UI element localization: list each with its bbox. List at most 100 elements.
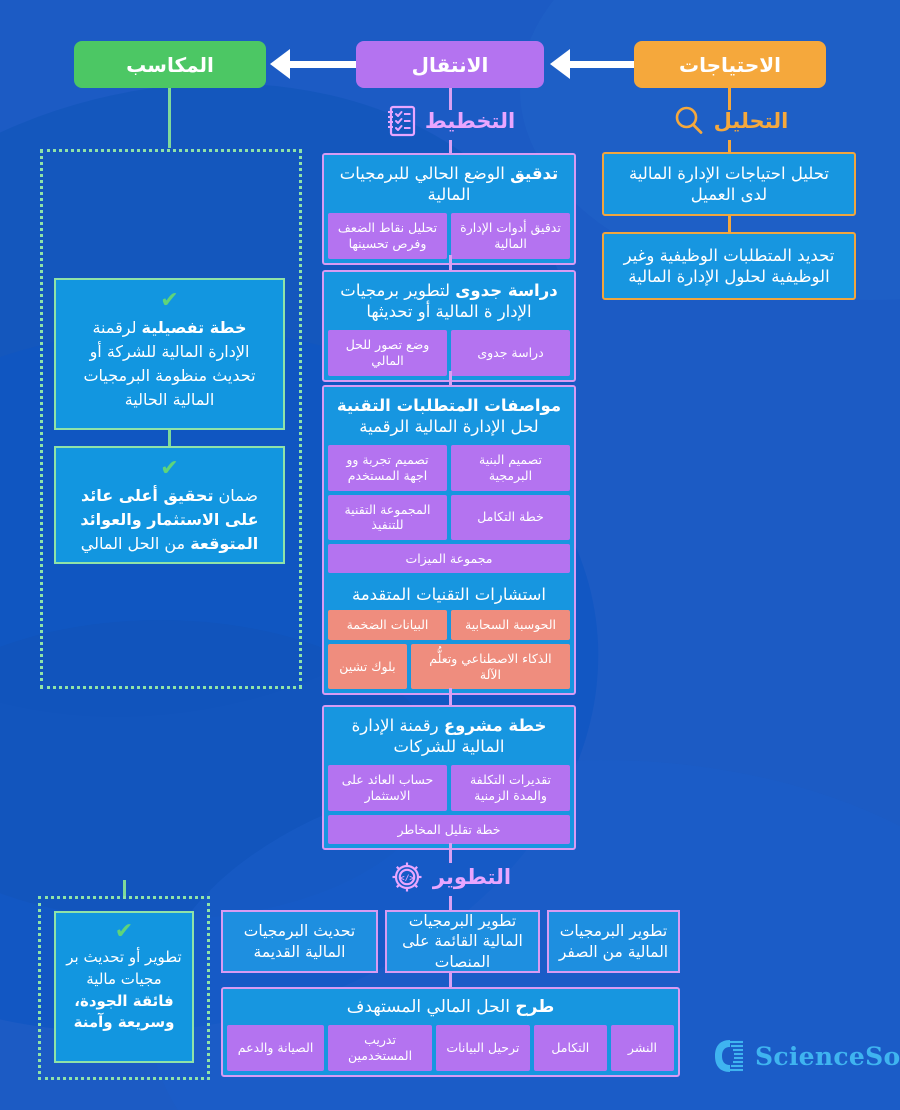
planning-card-2-title: دراسة جدوى لتطوير برمجيات الإدار ة المال… (324, 272, 574, 331)
benefit-text-1: خطة تفصيلية لرقمنة الإدارة المالية للشرك… (83, 318, 256, 409)
planning-subitem[interactable]: وضع تصور للحل المالي (328, 330, 447, 376)
svg-text:</>: </> (400, 874, 415, 883)
planning-subitem[interactable]: تصميم البنية البرمجية (451, 445, 570, 491)
analysis-label-text: التحليل (713, 109, 789, 133)
logo-soft: Soft (865, 1041, 900, 1071)
planning-card-1-title: تدقيق الوضع الحالي للبرمجيات المالية (324, 155, 574, 214)
benefit-box-3[interactable]: ✔ تطوير أو تحديث بر مجيات مالية فائقة ال… (54, 911, 194, 1063)
planning-subitem[interactable]: خطة تقليل المخاطر (328, 814, 570, 845)
header-needs[interactable]: الاحتياجات (634, 41, 826, 88)
planning-subitem[interactable]: تحليل نقاط الضعف وفرص تحسينها (328, 213, 447, 259)
header-transition[interactable]: الانتقال (356, 41, 544, 88)
benefit-box-2[interactable]: ✔ ضمان تحقيق أعلى عائد على الاستثمار وال… (54, 446, 285, 564)
planning-card-1-row: تدقيق أدوات الإدارة المالية تحليل نقاط ا… (324, 213, 574, 262)
header-gains-label: المكاسب (126, 52, 214, 77)
planning-card-2-title-rest: لتطوير برمجيات الإدار ة المالية أو تحديث… (340, 281, 532, 321)
planning-subitem[interactable]: تدقيق أدوات الإدارة المالية (451, 213, 570, 259)
planning-card-3[interactable]: مواصفات المتطلبات التقنية لحل الإدارة ال… (322, 385, 576, 696)
launch-item[interactable]: التكامل (533, 1025, 607, 1071)
analysis-card-2-title: تحديد المتطلبات الوظيفية وغير الوظيفية ل… (623, 245, 835, 286)
connector-planning-3 (449, 371, 452, 385)
planning-card-4-title-rest: رقمنة الإدارة المالية للشركات (351, 716, 505, 756)
launch-item[interactable]: النشر (610, 1025, 674, 1071)
analysis-card-1[interactable]: تحليل احتياجات الإدارة المالية لدى العمي… (602, 152, 856, 216)
benefit-text-3: تطوير أو تحديث بر مجيات مالية فائقة الجو… (66, 948, 182, 1032)
connector-benefit-1-2 (168, 430, 171, 446)
planning-subitem[interactable]: مجموعة الميزات (328, 543, 570, 574)
launch-items-row: النشر التكامل ترحيل البيانات تدريب المست… (223, 1025, 678, 1074)
launch-item[interactable]: تدريب المستخدمين (328, 1025, 432, 1071)
header-needs-label: الاحتياجات (678, 52, 782, 77)
development-label-text: التطوير (432, 865, 512, 889)
logo-science: Science (755, 1041, 866, 1071)
arrow-needs-to-transition (570, 61, 634, 68)
launch-item[interactable]: ترحيل البيانات (435, 1025, 530, 1071)
planning-subitem[interactable]: تصميم تجربة وو اجهة المستخدم (328, 445, 447, 491)
connector-development-launch (449, 973, 452, 987)
development-box-3[interactable]: تحديث البرمجيات المالية القديمة (221, 910, 378, 973)
planning-card-4[interactable]: خطة مشروع رقمنة الإدارة المالية للشركات … (322, 705, 576, 851)
planning-card-3-title-rest: لحل الإدارة المالية الرقمية (359, 416, 539, 436)
development-box-2[interactable]: تطوير البرمجيات المالية القائمة على المن… (385, 910, 540, 973)
connector-development (449, 896, 452, 910)
benefit-text-2: ضمان تحقيق أعلى عائد على الاستثمار والعو… (80, 486, 259, 553)
planning-card-3-row: مجموعة الميزات (324, 543, 574, 578)
advanced-tech-row: الحوسبة السحابية البيانات الضخمة (324, 610, 574, 644)
connector-analysis-2 (728, 216, 731, 232)
checklist-icon (387, 105, 415, 137)
planning-card-2[interactable]: دراسة جدوى لتطوير برمجيات الإدار ة المال… (322, 270, 576, 382)
code-gear-icon: </> (392, 862, 422, 892)
magnifier-icon (675, 106, 703, 134)
advanced-tech-item[interactable]: بلوك تشين (328, 644, 407, 690)
planning-subitem[interactable]: دراسة جدوى (451, 330, 570, 376)
launch-item[interactable]: الصيانة والدعم (226, 1025, 325, 1071)
advanced-tech-item[interactable]: الذكاء الاصطناعي وتعلُّم الآلة (410, 644, 570, 690)
planning-card-1[interactable]: تدقيق الوضع الحالي للبرمجيات المالية تدق… (322, 153, 576, 265)
advanced-tech-item[interactable]: الحوسبة السحابية (451, 610, 570, 640)
gains-dotted-region-bottom (38, 896, 210, 1080)
planning-subitem[interactable]: خطة التكامل (451, 494, 570, 540)
planning-card-3-title: مواصفات المتطلبات التقنية لحل الإدارة ال… (324, 387, 574, 446)
planning-subitem[interactable]: تقديرات التكلفة والمدة الزمنية (451, 765, 570, 811)
check-icon: ✔ (160, 288, 179, 313)
section-label-planning: التخطيط (360, 100, 540, 142)
header-gains[interactable]: المكاسب (74, 41, 266, 88)
launch-card-title: طرح الحل المالي المستهدف (223, 989, 678, 1026)
analysis-card-1-title: تحليل احتياجات الإدارة المالية لدى العمي… (628, 163, 829, 204)
connector-planning-4 (449, 688, 452, 705)
planning-card-4-title-bold: خطة مشروع (443, 716, 547, 735)
connector-needs-analysis (728, 88, 731, 110)
advanced-tech-title: استشارات التقنيات المتقدمة (352, 585, 546, 605)
section-label-analysis: التحليل (630, 100, 830, 142)
development-box-1[interactable]: تطوير البرمجيات المالية من الصفر (547, 910, 680, 973)
planning-card-3-row: تصميم البنية البرمجية تصميم تجربة وو اجه… (324, 445, 574, 494)
connector-gains (168, 88, 171, 148)
planning-card-1-title-bold: تدقيق (510, 164, 559, 183)
gains-dotted-region-top (40, 149, 302, 689)
section-label-development: التطوير </> (360, 856, 540, 898)
advanced-tech-item[interactable]: البيانات الضخمة (328, 610, 447, 640)
planning-card-3-title-bold: مواصفات المتطلبات التقنية (336, 396, 562, 415)
connector-analysis (728, 140, 731, 156)
logo-wordmark: ScienceSoft (755, 1042, 900, 1071)
planning-card-4-row: خطة تقليل المخاطر (324, 814, 574, 849)
planning-subitem[interactable]: حساب العائد على الاستثمار (328, 765, 447, 811)
planning-card-4-title: خطة مشروع رقمنة الإدارة المالية للشركات (324, 707, 574, 766)
connector-transition-planning (449, 88, 452, 110)
advanced-tech-row: الذكاء الاصطناعي وتعلُّم الآلة بلوك تشين (324, 644, 574, 693)
planning-card-2-row: دراسة جدوى وضع تصور للحل المالي (324, 330, 574, 379)
check-icon: ✔ (114, 919, 134, 944)
arrow-head-icon (550, 49, 570, 79)
planning-card-3-row: خطة التكامل المجموعة التقنية للتنفيذ (324, 494, 574, 544)
planning-card-2-title-bold: دراسة جدوى (455, 281, 558, 300)
connector-gains-bottom (123, 880, 126, 896)
planning-subitem[interactable]: المجموعة التقنية للتنفيذ (328, 494, 447, 540)
sciencesoft-logo: ScienceSoft (712, 1038, 900, 1074)
launch-card[interactable]: طرح الحل المالي المستهدف النشر التكامل ت… (221, 987, 680, 1077)
benefit-box-1[interactable]: ✔ خطة تفصيلية لرقمنة الإدارة المالية للش… (54, 278, 285, 430)
launch-title-bold: طرح (515, 997, 555, 1017)
check-icon: ✔ (160, 456, 179, 481)
planning-card-4-row: تقديرات التكلفة والمدة الزمنية حساب العا… (324, 765, 574, 814)
analysis-card-2[interactable]: تحديد المتطلبات الوظيفية وغير الوظيفية ل… (602, 232, 856, 300)
